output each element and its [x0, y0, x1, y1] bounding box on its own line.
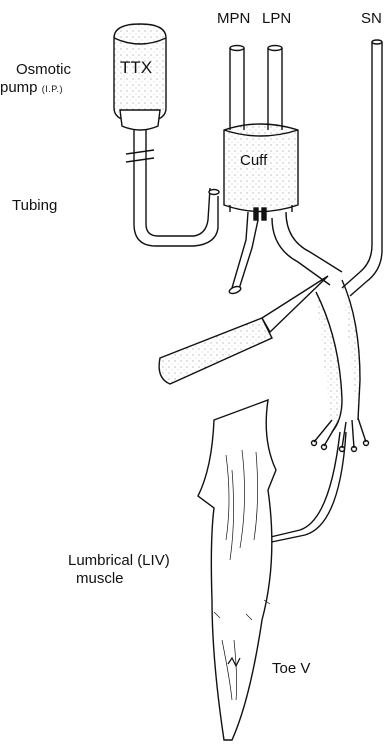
sn-nerve-end: [372, 40, 382, 44]
sn-nerve: [342, 42, 382, 296]
lpn-nerve-end: [268, 46, 282, 51]
lpn-label: LPN: [262, 11, 291, 26]
nerve-bundle: [114, 24, 382, 740]
pump-label-line: pump (I.P.): [0, 80, 63, 95]
ttx-label: TTX: [120, 58, 152, 78]
nerve-trunk: [316, 280, 360, 432]
muscle-label: muscle: [76, 571, 124, 586]
tubing: [134, 130, 218, 246]
mpn-nerve: [230, 48, 244, 130]
sn-label: SN: [361, 11, 382, 26]
osmotic-label: Osmotic: [16, 62, 71, 77]
lumbrical-label: Lumbrical (LIV): [68, 553, 170, 568]
tubing-label: Tubing: [12, 198, 57, 213]
pump-label: pump: [0, 79, 38, 96]
pump-suffix-label: (I.P.): [42, 84, 63, 94]
scalpel-handle: [159, 318, 272, 384]
mpn-nerve-end: [230, 46, 244, 51]
toe-label: Toe V: [272, 661, 310, 676]
lpn-nerve: [268, 48, 282, 130]
cuff-label: Cuff: [240, 152, 267, 169]
mpn-label: MPN: [217, 11, 250, 26]
lumbrical-muscle: [198, 400, 276, 740]
